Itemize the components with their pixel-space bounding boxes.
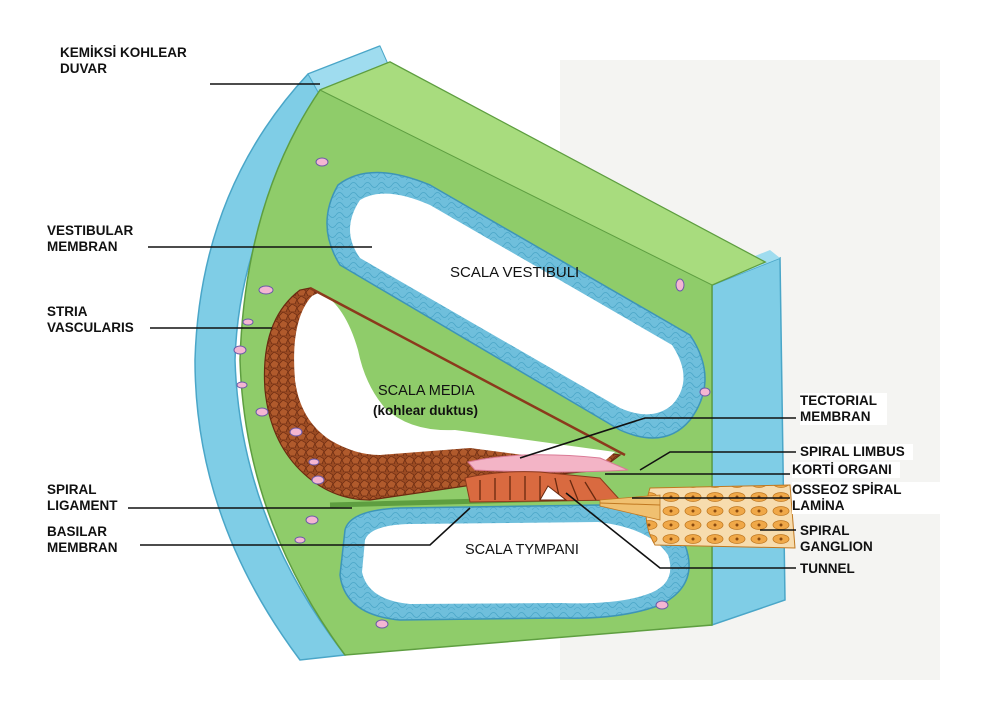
label-spiral-ganglion-line1: SPIRAL <box>800 523 873 539</box>
label-tectorial-membrane-line1: TECTORIAL <box>800 393 877 409</box>
label-spiral-ligament: SPIRAL LIGAMENT <box>47 482 118 514</box>
label-basilar-membrane-line2: MEMBRAN <box>47 540 118 556</box>
label-bony-wall: KEMİKSİ KOHLEAR DUVAR <box>60 45 187 77</box>
label-bony-wall-line1: KEMİKSİ KOHLEAR <box>60 45 187 61</box>
label-tectorial-membrane-line2: MEMBRAN <box>800 409 877 425</box>
label-tunnel: TUNNEL <box>800 561 855 577</box>
label-spiral-ganglion: SPIRAL GANGLION <box>800 523 873 555</box>
label-scala-vestibuli: SCALA VESTIBULI <box>450 264 579 281</box>
label-tectorial-membrane: TECTORIAL MEMBRAN <box>800 393 887 425</box>
label-scala-media: SCALA MEDIA <box>378 383 475 399</box>
label-osseous-spiral-lamina: OSSEOZ SPİRAL LAMİNA <box>792 482 942 514</box>
label-osseous-spiral-lamina-line1: OSSEOZ SPİRAL <box>792 482 902 498</box>
label-scala-tympani: SCALA TYMPANI <box>465 542 579 558</box>
label-vestibular-membrane: VESTIBULAR MEMBRAN <box>47 223 133 255</box>
label-spiral-ganglion-line2: GANGLION <box>800 539 873 555</box>
label-vestibular-membrane-line2: MEMBRAN <box>47 239 133 255</box>
label-basilar-membrane-line1: BASILAR <box>47 524 118 540</box>
label-stria-vascularis-line1: STRIA <box>47 304 134 320</box>
label-cochlear-duct: (kohlear duktus) <box>373 403 478 418</box>
label-osseous-spiral-lamina-line2: LAMİNA <box>792 498 902 514</box>
scala-tympani-chamber <box>340 505 689 620</box>
label-basilar-membrane: BASILAR MEMBRAN <box>47 524 118 556</box>
label-spiral-limbus: SPIRAL LIMBUS <box>800 444 913 460</box>
label-stria-vascularis-line2: VASCULARIS <box>47 320 134 336</box>
label-spiral-ligament-line2: LIGAMENT <box>47 498 118 514</box>
label-vestibular-membrane-line1: VESTIBULAR <box>47 223 133 239</box>
label-bony-wall-line2: DUVAR <box>60 61 187 77</box>
label-spiral-ligament-line1: SPIRAL <box>47 482 118 498</box>
label-organ-of-corti: KORTİ ORGANI <box>792 462 900 478</box>
label-stria-vascularis: STRIA VASCULARIS <box>47 304 134 336</box>
